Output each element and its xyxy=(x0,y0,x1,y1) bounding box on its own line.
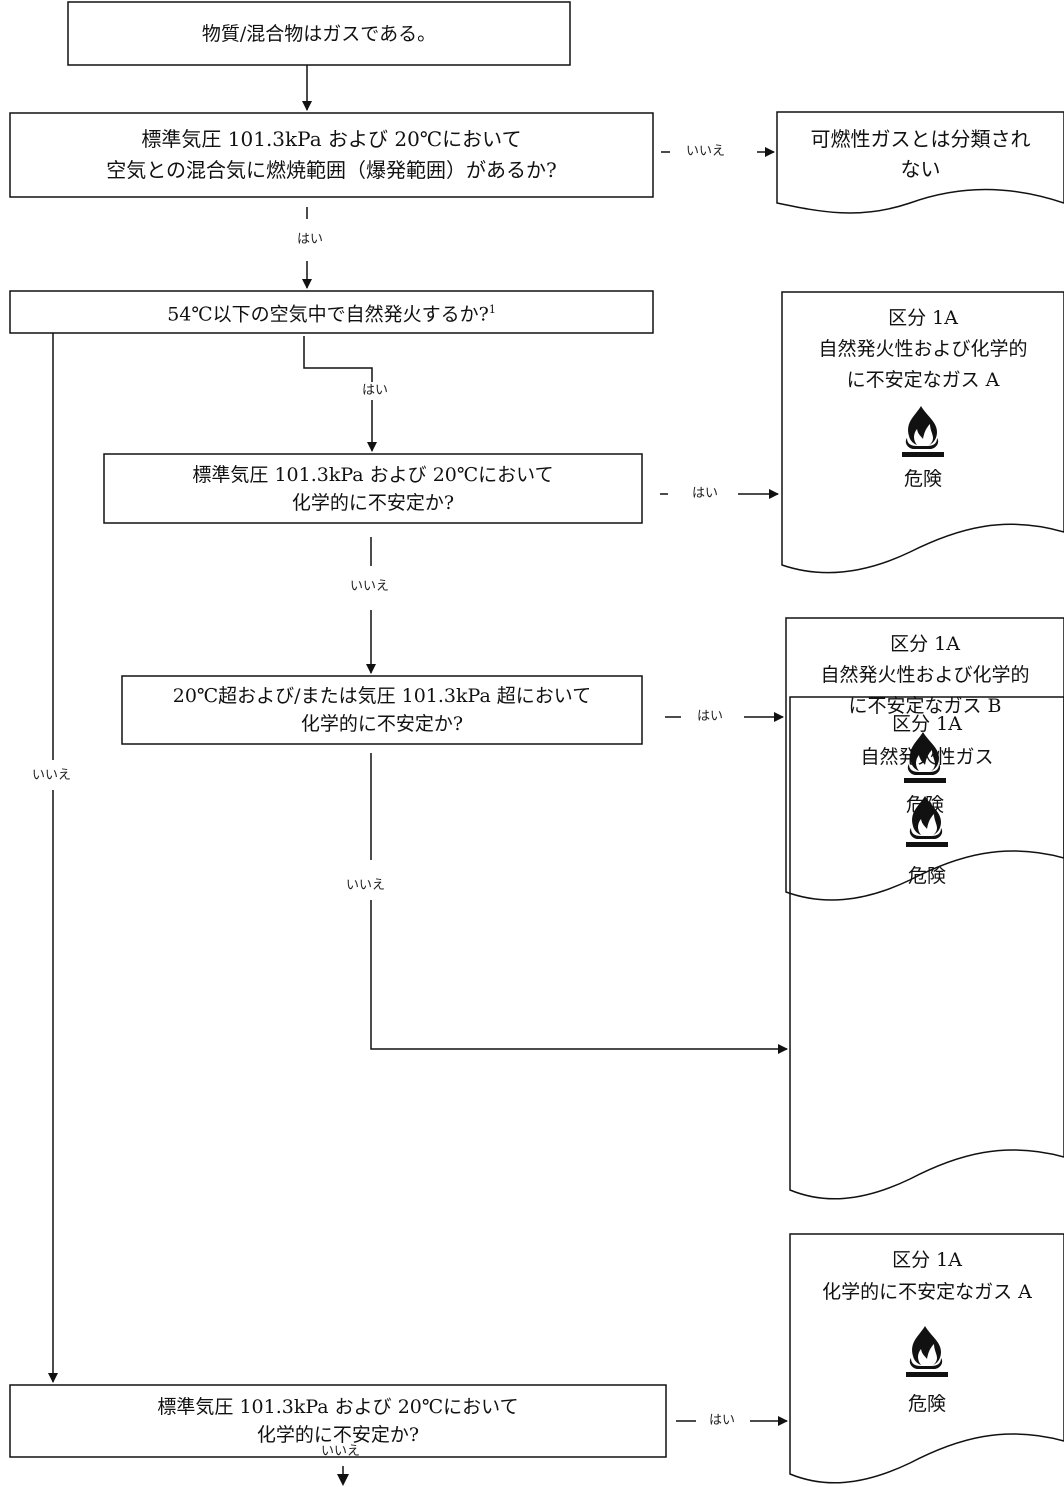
question-1: 標準気圧 101.3kPa および 20℃において 空気との混合気に燃焼範囲（爆… xyxy=(10,113,653,197)
result-doc-1a-pyrophoric xyxy=(789,696,1064,1200)
question-2: 54℃以下の空気中で自然発火するか?1 xyxy=(10,291,653,333)
question-2-text: 54℃以下の空気中で自然発火するか? xyxy=(167,303,489,326)
edge-label-q5-no: いいえ xyxy=(321,1444,361,1459)
result-1a-unstable-line-2: 化学的に不安定なガス A xyxy=(822,1281,1032,1303)
edge-q4-no-arrow xyxy=(370,900,788,1054)
result-doc-1a-unstable xyxy=(789,1233,1064,1484)
flame-icon xyxy=(902,406,944,457)
flame-icon xyxy=(906,796,948,847)
edge-label-q1-no: いいえ xyxy=(686,144,726,159)
result-1a-b-line-3: に不安定なガス B xyxy=(848,695,1002,717)
result-1a-pyrophoric-signal-word: 危険 xyxy=(907,865,946,887)
question-4-line-1: 20℃超および/または気圧 101.3kPa 超において xyxy=(172,685,592,707)
result-not-flammable-line-1: 可燃性ガスとは分類され xyxy=(810,127,1031,151)
question-box-3 xyxy=(103,453,643,524)
question-5: 標準気圧 101.3kPa および 20℃において 化学的に不安定か? xyxy=(10,1385,666,1457)
question-box-2 xyxy=(9,290,654,334)
edge-label-q1-yes: はい xyxy=(297,232,324,247)
question-4: 20℃超および/または気圧 101.3kPa 超において 化学的に不安定か? xyxy=(122,676,642,744)
question-box-4 xyxy=(121,675,643,745)
result-1a-a-line-2: 自然発火性および化学的 xyxy=(818,338,1028,360)
result-1a-unstable-category: 区分 1A xyxy=(892,1249,962,1271)
question-box-5 xyxy=(9,1384,667,1458)
result-1a-b: 区分 1A 自然発火性および化学的 に不安定なガス B 危険 xyxy=(786,629,1064,821)
edge-label-q4-no: いいえ xyxy=(346,878,386,893)
result-1a-a-signal-word: 危険 xyxy=(903,468,942,490)
result-1a-a-category: 区分 1A xyxy=(888,307,958,329)
start-node-text: 物質/混合物はガスである。 xyxy=(201,22,437,45)
start-node: 物質/混合物はガスである。 xyxy=(68,2,570,65)
edge-q2-yes-top xyxy=(303,336,373,382)
result-1a-pyrophoric-category: 区分 1A xyxy=(892,713,962,735)
edge-label-q4-yes: はい xyxy=(697,709,724,724)
result-1a-unstable-signal-word: 危険 xyxy=(907,1393,946,1415)
result-1a-a-line-3: に不安定なガス A xyxy=(846,369,1000,391)
result-1a-a: 区分 1A 自然発火性および化学的 に不安定なガス A 危険 xyxy=(782,303,1064,495)
result-not-flammable-line-2: ない xyxy=(900,157,941,181)
edge-label-q3-no: いいえ xyxy=(350,579,390,594)
result-1a-unstable: 区分 1A 化学的に不安定なガス A 危険 xyxy=(790,1244,1064,1420)
question-5-line-2: 化学的に不安定か? xyxy=(256,1424,420,1446)
result-not-flammable: 可燃性ガスとは分類され ない xyxy=(777,124,1064,184)
question-1-line-1: 標準気圧 101.3kPa および 20℃において xyxy=(141,127,522,151)
result-doc-1a-b xyxy=(785,617,1064,901)
question-4-line-2: 化学的に不安定か? xyxy=(300,713,464,735)
edge-q5-no-arrowhead xyxy=(337,1474,349,1486)
question-3-line-1: 標準気圧 101.3kPa および 20℃において xyxy=(192,463,554,486)
question-5-line-1: 標準気圧 101.3kPa および 20℃において xyxy=(157,1396,519,1418)
edge-label-q2-yes: はい xyxy=(362,383,389,398)
question-box-1 xyxy=(9,112,654,198)
edge-label-q3-yes: はい xyxy=(692,486,719,501)
result-1a-b-category: 区分 1A xyxy=(890,633,960,655)
question-2-line: 54℃以下の空気中で自然発火するか?1 xyxy=(167,296,496,328)
result-1a-pyrophoric-line-2: 自然発火性ガス xyxy=(860,746,994,768)
question-3-line-2: 化学的に不安定か? xyxy=(291,491,455,514)
edge-label-q5-yes: はい xyxy=(709,1413,736,1428)
edge-label-q2-no: いいえ xyxy=(32,768,72,783)
question-2-footnote: 1 xyxy=(488,302,496,316)
start-box xyxy=(67,1,571,66)
question-1-line-2: 空気との混合気に燃焼範囲（爆発範囲）があるか? xyxy=(106,158,557,182)
flame-icon xyxy=(906,1326,948,1377)
result-1a-pyrophoric: 区分 1A 自然発火性ガス 危険 xyxy=(790,708,1064,893)
result-doc-1a-a xyxy=(781,291,1064,574)
result-doc-not-flammable xyxy=(776,111,1064,214)
question-3: 標準気圧 101.3kPa および 20℃において 化学的に不安定か? xyxy=(104,454,642,523)
result-1a-b-line-2: 自然発火性および化学的 xyxy=(820,664,1030,686)
